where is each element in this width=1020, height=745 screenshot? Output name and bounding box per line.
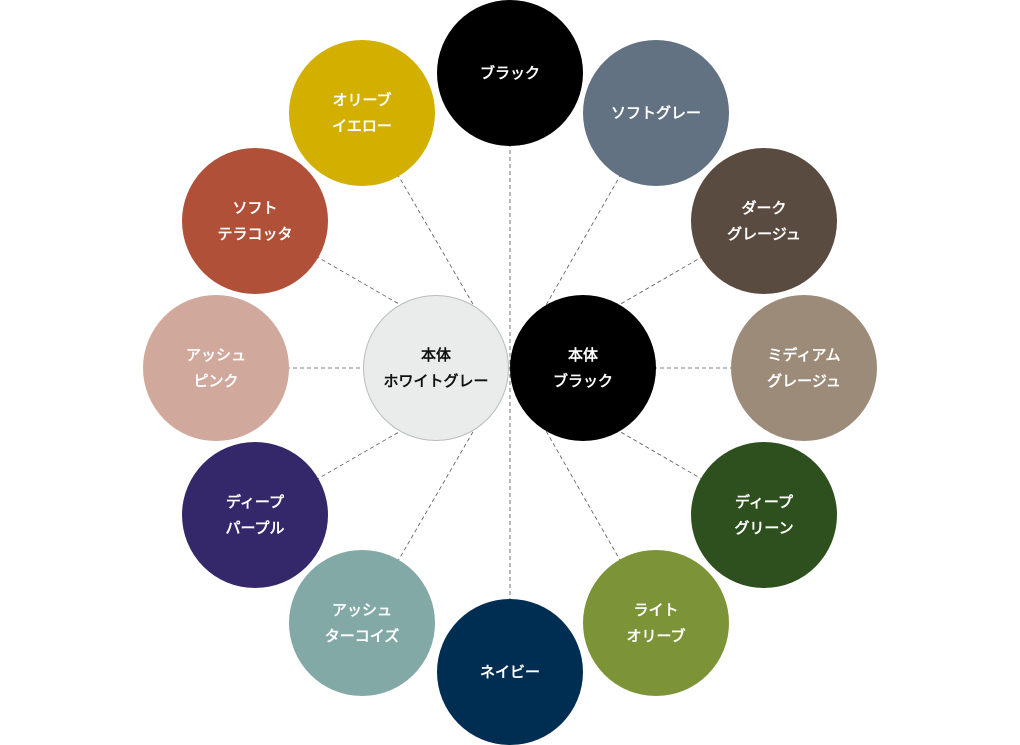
swatch-label-line: ブラック [479, 64, 540, 82]
accent-color-swatch: アッシュピンク [143, 295, 289, 441]
swatch-label-line: ライト [633, 601, 679, 619]
accent-color-swatch: ミディアムグレージュ [731, 295, 877, 441]
accent-color-swatch: ディープグリーン [691, 442, 837, 588]
swatch-label-line: アッシュ [331, 601, 392, 619]
swatch-label-line: イエロー [332, 117, 392, 135]
swatch-label-line: グレージュ [727, 225, 801, 243]
swatch-label-line: ターコイズ [324, 627, 400, 645]
swatch-label-line: ディープ [734, 493, 794, 511]
swatch-label-line: 本体 [567, 346, 598, 364]
swatch-label-line: ピンク [193, 372, 239, 390]
accent-color-swatch: ブラック [437, 0, 583, 146]
accent-color-swatch: ソフトテラコッタ [182, 148, 328, 294]
swatch-label-line: パープル [225, 519, 285, 537]
swatch-label-line: ブラック [552, 372, 613, 390]
accent-color-swatch: オリーブイエロー [289, 40, 435, 186]
swatch-label-line: ダーク [741, 199, 787, 217]
accent-color-swatch: ソフトグレー [583, 40, 729, 186]
accent-color-swatch: ダークグレージュ [691, 148, 837, 294]
accent-color-swatch: ディープパープル [182, 442, 328, 588]
swatch-label-line: ソフト [232, 199, 278, 217]
swatch-label-line: ミディアム [767, 346, 841, 364]
swatch-label-line: ディープ [225, 493, 285, 511]
swatch-label-line: ネイビー [479, 663, 540, 681]
swatch-label-line: グレージュ [767, 372, 841, 390]
accent-color-swatch: ネイビー [437, 599, 583, 745]
accent-color-swatch: アッシュターコイズ [289, 550, 435, 696]
swatch-label-line: テラコッタ [217, 225, 293, 243]
swatch-label-line: オリーブ [626, 627, 686, 645]
swatch-label-line: オリーブ [332, 91, 392, 109]
body-color-swatch: 本体ホワイトグレー [363, 295, 509, 441]
accent-color-swatch: ライトオリーブ [583, 550, 729, 696]
swatch-label-line: ソフトグレー [610, 104, 701, 122]
swatch-label-line: ホワイトグレー [383, 372, 489, 390]
body-color-swatch: 本体ブラック [510, 295, 656, 441]
swatch-label-line: グリーン [734, 519, 794, 537]
swatch-label-line: 本体 [420, 346, 451, 364]
swatch-label-line: アッシュ [185, 346, 246, 364]
